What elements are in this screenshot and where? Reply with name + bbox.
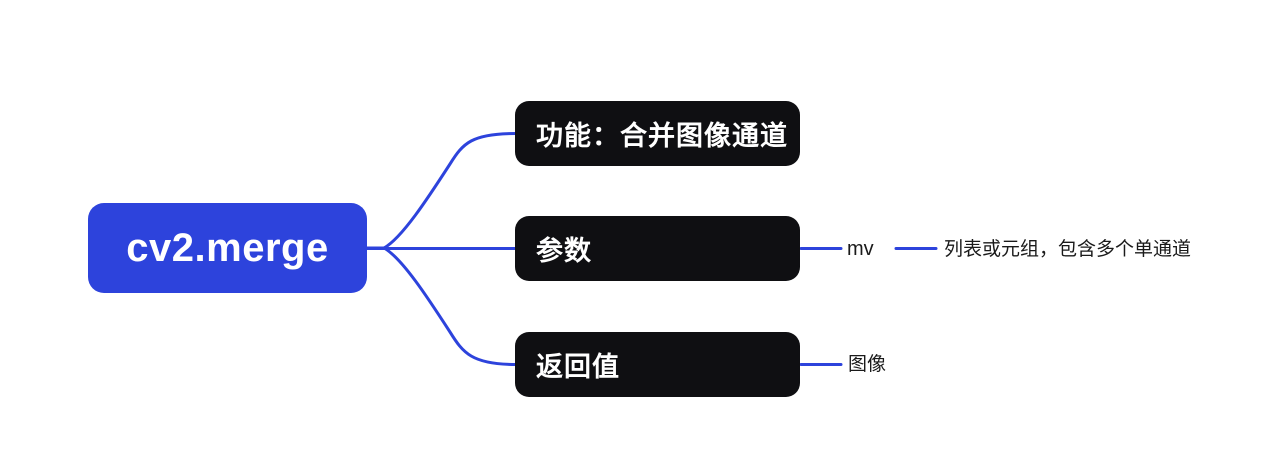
root-node-label: cv2.merge: [126, 225, 329, 270]
branch-node-function-label: 功能：合并图像通道: [536, 121, 788, 151]
subtopic-return-image[interactable]: 图像: [848, 354, 887, 375]
subtopic-mv-description[interactable]: 列表或元组，包含多个单通道: [944, 239, 1192, 260]
branch-node-function[interactable]: 功能：合并图像通道: [515, 101, 800, 166]
subtopic-mv[interactable]: mv: [847, 238, 874, 260]
connector-root-to-function: [365, 132, 518, 250]
branch-node-params-label: 参数: [536, 236, 592, 266]
branch-node-return[interactable]: 返回值: [515, 332, 800, 397]
branch-node-return-label: 返回值: [536, 352, 620, 382]
root-node-cv2-merge[interactable]: cv2.merge: [88, 203, 367, 293]
branch-node-params[interactable]: 参数: [515, 216, 800, 281]
connector-root-to-return: [382, 246, 518, 366]
